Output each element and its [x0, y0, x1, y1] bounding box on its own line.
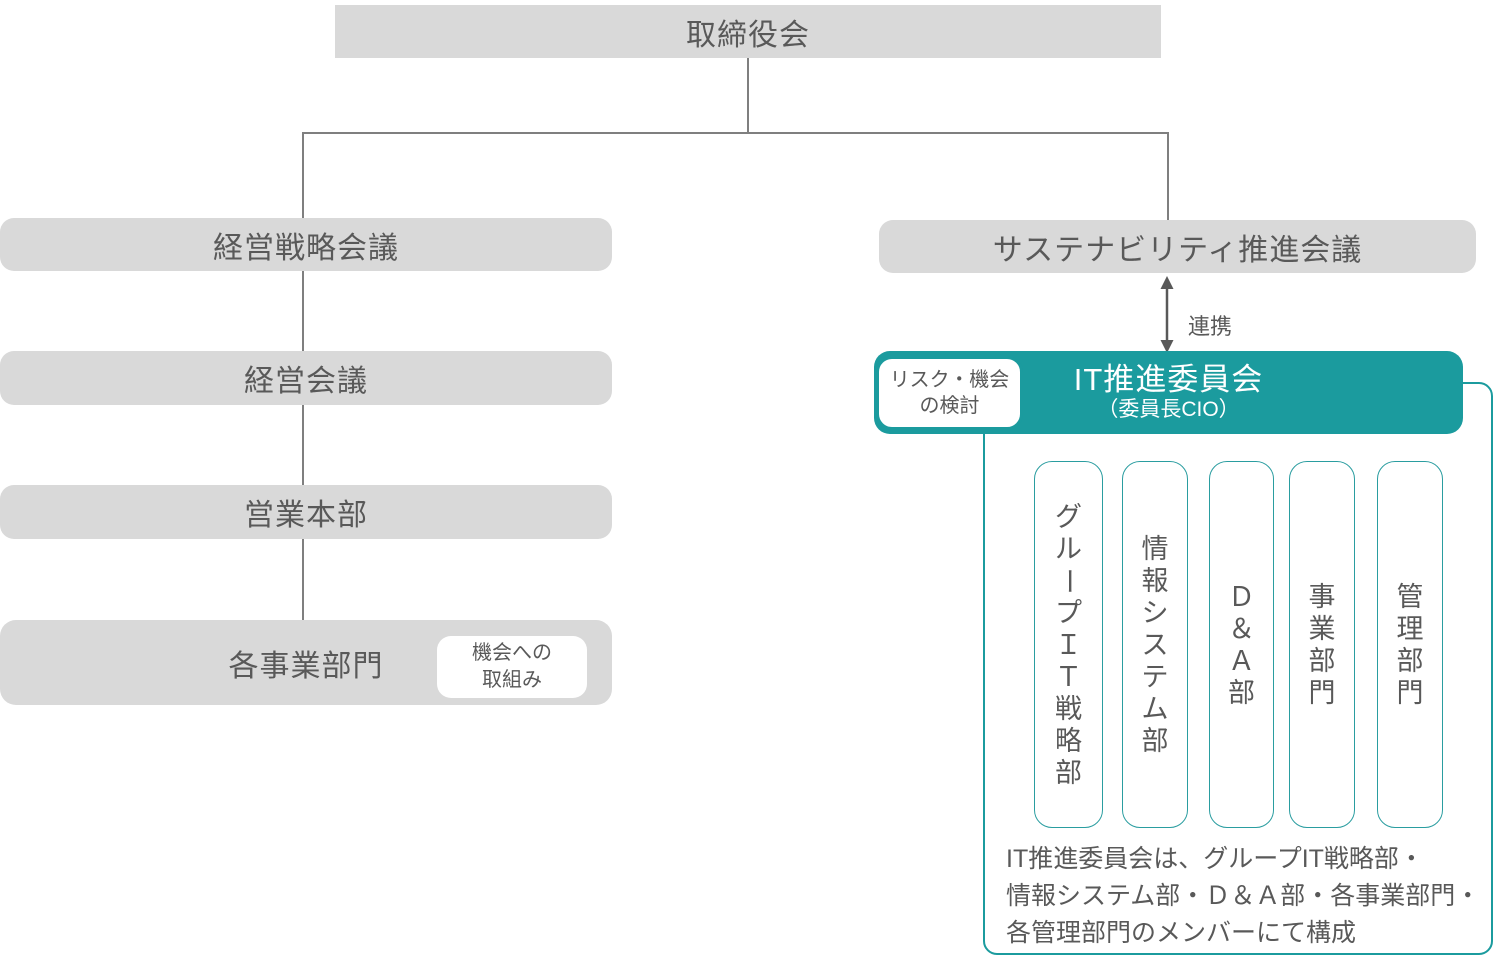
connector-left-2 — [302, 405, 304, 485]
risk-opportunity-line1: リスク・機会 — [889, 369, 1010, 391]
double-arrow-icon — [1160, 276, 1174, 353]
board-of-directors-box: 取締役会 — [335, 5, 1161, 58]
management-strategy-meeting-label: 経営戦略会議 — [213, 231, 399, 265]
sustainability-meeting-label: サステナビリティ推進会議 — [992, 233, 1363, 267]
opportunity-initiatives-badge: 機会への 取組み — [437, 636, 587, 698]
opportunity-initiatives-line1: 機会への — [472, 642, 552, 664]
business-divisions-label: 各事業部門 — [228, 649, 384, 683]
it-committee-title: IT推進委員会 — [1073, 361, 1264, 397]
it-committee-subtitle: （委員長CIO） — [1097, 397, 1240, 421]
sales-headquarters-box: 営業本部 — [0, 485, 612, 539]
note-line-2: 情報システム部・Ｄ＆Ａ部・各事業部門・ — [1006, 882, 1481, 910]
department-box-information-systems: 情報システム部 — [1122, 461, 1188, 828]
sales-headquarters-label: 営業本部 — [244, 499, 368, 532]
sustainability-meeting-box: サステナビリティ推進会議 — [879, 220, 1476, 273]
department-box-business-divisions: 事業部門 — [1289, 461, 1355, 828]
it-committee-note: IT推進委員会は、グループIT戦略部・ 情報システム部・Ｄ＆Ａ部・各事業部門・ … — [1006, 841, 1480, 952]
risk-opportunity-badge: リスク・機会 の検討 — [876, 356, 1023, 430]
connector-left-branch — [302, 132, 304, 220]
opportunity-initiatives-line2: 取組み — [482, 669, 542, 691]
connector-left-1 — [302, 271, 304, 351]
connector-board-drop — [747, 58, 749, 132]
board-of-directors-label: 取締役会 — [686, 18, 810, 52]
connector-left-3 — [302, 539, 304, 620]
risk-opportunity-line2: の検討 — [919, 395, 980, 417]
department-box-administrative-divisions: 管理部門 — [1377, 461, 1443, 828]
management-meeting-label: 経営会議 — [244, 365, 368, 398]
note-line-1: IT推進委員会は、グループIT戦略部・ — [1006, 845, 1424, 873]
management-strategy-meeting-box: 経営戦略会議 — [0, 218, 612, 271]
management-meeting-box: 経営会議 — [0, 351, 612, 405]
connector-branch-horizontal — [302, 132, 1168, 134]
link-label: 連携 — [1188, 314, 1233, 339]
connector-right-branch — [1167, 132, 1169, 220]
note-line-3: 各管理部門のメンバーにて構成 — [1006, 919, 1357, 947]
